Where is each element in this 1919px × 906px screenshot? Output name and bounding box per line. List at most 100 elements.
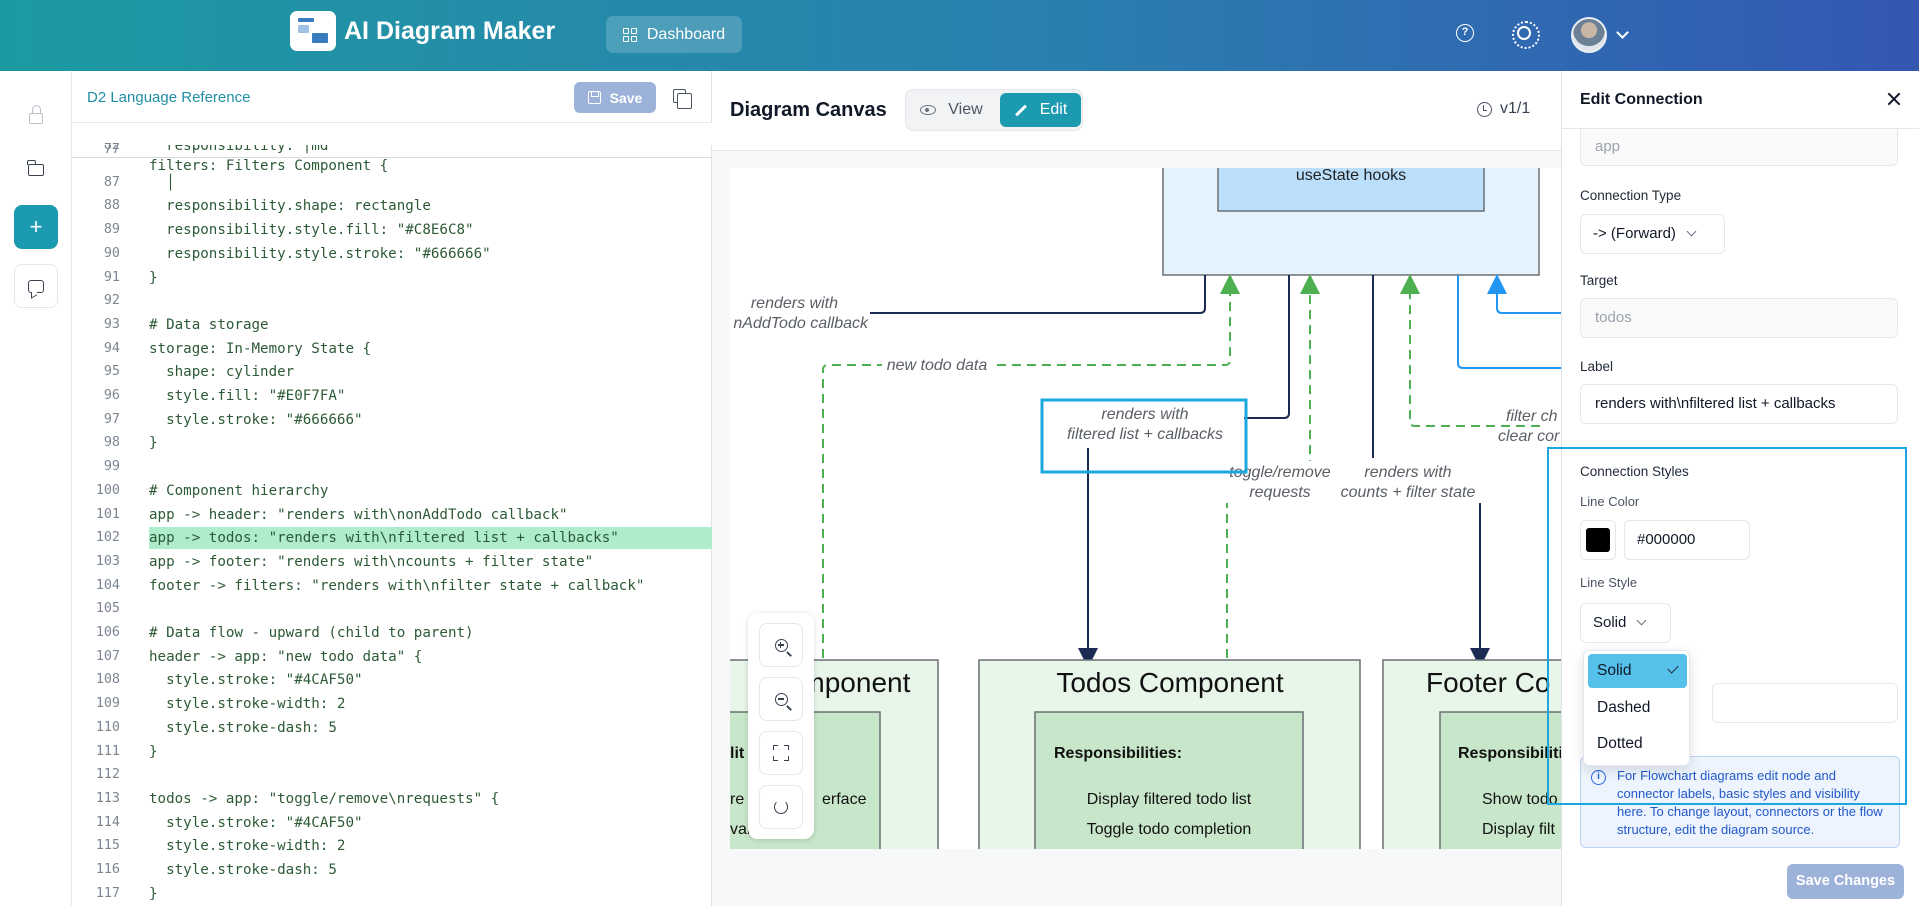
code-line[interactable]: 112: [72, 764, 712, 786]
label-todos-2: filtered list + callbacks: [1067, 426, 1223, 443]
chevron-down-icon: [1686, 227, 1696, 237]
save-button[interactable]: Save: [574, 82, 656, 113]
code-line[interactable]: 102app -> todos: "renders with\nfiltered…: [72, 527, 712, 549]
code-line[interactable]: 94storage: In-Memory State {: [72, 338, 712, 360]
code-line[interactable]: 92: [72, 290, 712, 312]
copy-icon[interactable]: [673, 89, 686, 103]
line-style-option-dashed[interactable]: Dashed: [1588, 691, 1687, 725]
line-color-input[interactable]: #000000: [1624, 520, 1750, 560]
zoom-in-button[interactable]: [759, 623, 803, 667]
code-line[interactable]: 110 style.stroke-dash: 5: [72, 717, 712, 739]
label-toggle-2: requests: [1249, 484, 1310, 501]
code-line[interactable]: 98}: [72, 432, 712, 454]
lock-button[interactable]: [14, 93, 58, 137]
edge-blue-2: [1497, 284, 1562, 313]
code-line[interactable]: 113todos -> app: "toggle/remove\nrequest…: [72, 788, 712, 810]
code-line[interactable]: 93# Data storage: [72, 314, 712, 336]
chat-button[interactable]: [14, 264, 58, 308]
diagram-svg: useState hooks renders with nAddTodo cal…: [730, 168, 1562, 849]
code-line[interactable]: 106# Data flow - upward (child to parent…: [72, 622, 712, 644]
connection-type-label: Connection Type: [1580, 188, 1681, 203]
code-line[interactable]: 117}: [72, 883, 712, 905]
diagram-canvas-panel: Diagram Canvas View Edit v1/1: [712, 71, 1561, 906]
footer-component-title: Footer Co: [1426, 667, 1551, 698]
todos-component-title: Todos Component: [1056, 667, 1283, 698]
code-line[interactable]: 88 responsibility.shape: rectangle: [72, 195, 712, 217]
line-style-option-dotted[interactable]: Dotted: [1588, 727, 1687, 761]
editor-header: D2 Language Reference Save: [72, 71, 712, 123]
code-line[interactable]: 114 style.stroke: "#4CAF50": [72, 812, 712, 834]
grid-icon: [623, 28, 637, 42]
label-filter-2: clear cor: [1498, 428, 1560, 445]
view-edit-toggle: View Edit: [905, 89, 1083, 131]
chevron-down-icon: [1637, 616, 1647, 626]
open-folder-button[interactable]: [14, 148, 58, 192]
plus-icon: +: [30, 214, 43, 240]
avatar[interactable]: [1571, 17, 1607, 53]
info-box: i For Flowchart diagrams edit node and c…: [1580, 756, 1900, 848]
new-diagram-button[interactable]: +: [14, 205, 58, 249]
footer-resp: Responsibiliti: [1458, 745, 1562, 762]
zoom-out-icon: [775, 693, 788, 706]
check-icon: [1667, 662, 1678, 673]
canvas-header: Diagram Canvas View Edit v1/1: [712, 71, 1561, 151]
code-line[interactable]: 101app -> header: "renders with\nonAddTo…: [72, 504, 712, 526]
todos-item-2: Toggle todo completion: [1087, 821, 1252, 838]
zoom-out-button[interactable]: [759, 677, 803, 721]
target-label: Target: [1580, 273, 1618, 288]
help-icon[interactable]: ?: [1456, 24, 1474, 42]
code-line[interactable]: 109 style.stroke-width: 2: [72, 693, 712, 715]
reset-view-button[interactable]: [759, 785, 803, 829]
line-style-label: Line Style: [1580, 575, 1637, 590]
label-header-1: renders with: [751, 295, 838, 312]
source-field: app: [1580, 129, 1898, 166]
line-style-select[interactable]: Solid: [1580, 603, 1671, 643]
d2-reference-link[interactable]: D2 Language Reference: [87, 89, 250, 106]
code-line[interactable]: 103app -> footer: "renders with\ncounts …: [72, 551, 712, 573]
dashboard-button[interactable]: Dashboard: [606, 16, 742, 53]
code-line[interactable]: 115 style.stroke-width: 2: [72, 835, 712, 857]
version-history-button[interactable]: v1/1: [1477, 100, 1530, 118]
save-changes-button[interactable]: Save Changes: [1787, 864, 1904, 899]
code-line[interactable]: 107header -> app: "new todo data" {: [72, 646, 712, 668]
header-item-1b: erface: [822, 791, 867, 808]
code-line[interactable]: 97 style.stroke: "#666666": [72, 409, 712, 431]
code-line[interactable]: 116 style.stroke-dash: 5: [72, 859, 712, 881]
label-input[interactable]: renders with\nfiltered list + callbacks: [1580, 384, 1898, 424]
close-icon[interactable]: [1885, 90, 1903, 108]
connection-type-select[interactable]: -> (Forward): [1580, 214, 1725, 254]
lock-icon: [29, 113, 43, 124]
brand[interactable]: AI Diagram Maker: [290, 11, 555, 51]
code-line[interactable]: 99: [72, 456, 712, 478]
edit-mode-button[interactable]: Edit: [1000, 93, 1081, 127]
line-color-swatch[interactable]: [1580, 520, 1616, 560]
code-line[interactable]: 90 responsibility.style.stroke: "#666666…: [72, 243, 712, 265]
code-line[interactable]: 111}: [72, 741, 712, 763]
diagram-logo-icon: [290, 11, 336, 51]
chevron-down-icon[interactable]: [1616, 26, 1629, 39]
code-line[interactable]: 104footer -> filters: "renders with\nfil…: [72, 575, 712, 597]
refresh-icon: [774, 800, 788, 814]
edit-connection-panel: Edit Connection app Connection Type -> (…: [1561, 71, 1919, 906]
zoom-in-icon: [775, 639, 788, 652]
code-line[interactable]: 105: [72, 598, 712, 620]
hidden-field-behind-menu[interactable]: [1712, 683, 1898, 723]
diagram-stage[interactable]: useState hooks renders with nAddTodo cal…: [730, 168, 1562, 849]
line-color-label: Line Color: [1580, 494, 1639, 509]
code-line[interactable]: 91}: [72, 267, 712, 289]
connection-styles-heading: Connection Styles: [1580, 464, 1689, 479]
line-style-option-solid[interactable]: Solid: [1588, 654, 1687, 688]
code-line[interactable]: 96 style.fill: "#E0F7FA": [72, 385, 712, 407]
fit-view-button[interactable]: [759, 731, 803, 775]
view-mode-button[interactable]: View: [906, 90, 997, 130]
code-line[interactable]: 95 shape: cylinder: [72, 361, 712, 383]
eye-icon: [920, 105, 936, 115]
code-line[interactable]: 89 responsibility.style.fill: "#C8E6C8": [72, 219, 712, 241]
header-resp: lit: [730, 745, 745, 762]
theme-toggle-icon[interactable]: [1517, 26, 1531, 40]
code-line[interactable]: 100# Component hierarchy: [72, 480, 712, 502]
code-area[interactable]: 77 filters: Filters Component { 82 respo…: [72, 123, 712, 906]
app-title: AI Diagram Maker: [344, 17, 555, 46]
info-icon: i: [1591, 770, 1606, 785]
code-line[interactable]: 108 style.stroke: "#4CAF50": [72, 669, 712, 691]
